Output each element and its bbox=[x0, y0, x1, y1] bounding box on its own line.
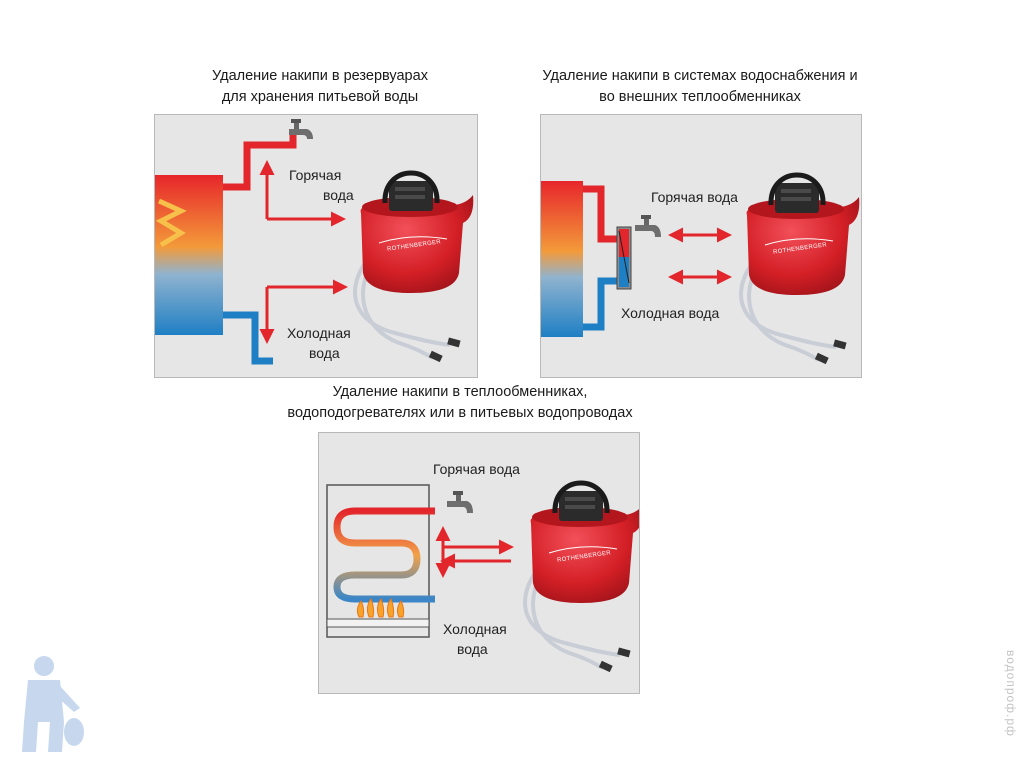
caption-tank-line2: для хранения питьевой воды bbox=[221, 89, 419, 105]
cold-pipe bbox=[223, 311, 273, 365]
panel-tank: Горячая вода Холодная вода ROTHENBERGER bbox=[154, 114, 478, 378]
cold-water-label: Холодная вода bbox=[287, 325, 351, 361]
heating-coil bbox=[333, 507, 435, 603]
descaling-pump-icon bbox=[741, 175, 859, 364]
tank-scene bbox=[155, 119, 478, 378]
caption-supply-line1: Удаление накипи в системах водоснабжения… bbox=[542, 68, 858, 84]
cold-water-label: Холодная вода bbox=[443, 621, 507, 657]
cold-water-label: Холодная вода bbox=[621, 305, 720, 321]
descaling-pump-icon bbox=[525, 483, 640, 672]
panel-supply: Горячая вода Холодная вода ROTHENBERGER bbox=[540, 114, 862, 378]
flame-icon bbox=[356, 597, 405, 618]
burner-plate bbox=[326, 618, 430, 628]
hot-pipe bbox=[583, 185, 619, 243]
caption-exchanger-line1: Удаление накипи в теплообменниках, bbox=[332, 384, 588, 400]
hot-water-label: Горячая вода bbox=[433, 461, 520, 477]
caption-supply-line2: во внешних теплообменниках bbox=[599, 89, 801, 105]
descaling-pump-icon bbox=[355, 173, 473, 362]
faucet-icon bbox=[289, 119, 313, 139]
storage-tank bbox=[155, 175, 223, 335]
hot-water-label: Горячая вода bbox=[289, 167, 354, 203]
panel-exchanger: Горячая вода Холодная вода ROTHENBERGER bbox=[318, 432, 640, 694]
storage-tank bbox=[541, 181, 583, 337]
caption-supply: Удаление накипи в системах водоснабжения… bbox=[500, 66, 900, 108]
hot-water-label: Горячая вода bbox=[651, 189, 738, 205]
caption-exchanger: Удаление накипи в теплообменниках, водоп… bbox=[240, 382, 680, 424]
boiler-frame bbox=[326, 484, 430, 638]
plumber-mascot-icon bbox=[22, 656, 84, 752]
caption-exchanger-line2: водоподогревателях или в питьевых водопр… bbox=[287, 405, 633, 421]
heating-element bbox=[155, 198, 187, 248]
supply-scene bbox=[541, 115, 862, 378]
cold-pipe bbox=[583, 277, 619, 331]
caption-tank: Удаление накипи в резервуарах для хранен… bbox=[160, 66, 480, 108]
caption-tank-line1: Удаление накипи в резервуарах bbox=[212, 68, 428, 84]
faucet-icon bbox=[447, 491, 473, 513]
site-watermark: водопроф.рф bbox=[1004, 650, 1018, 737]
faucet-icon bbox=[635, 215, 661, 237]
exchanger-scene bbox=[326, 433, 640, 694]
hot-pipe bbox=[223, 135, 297, 191]
